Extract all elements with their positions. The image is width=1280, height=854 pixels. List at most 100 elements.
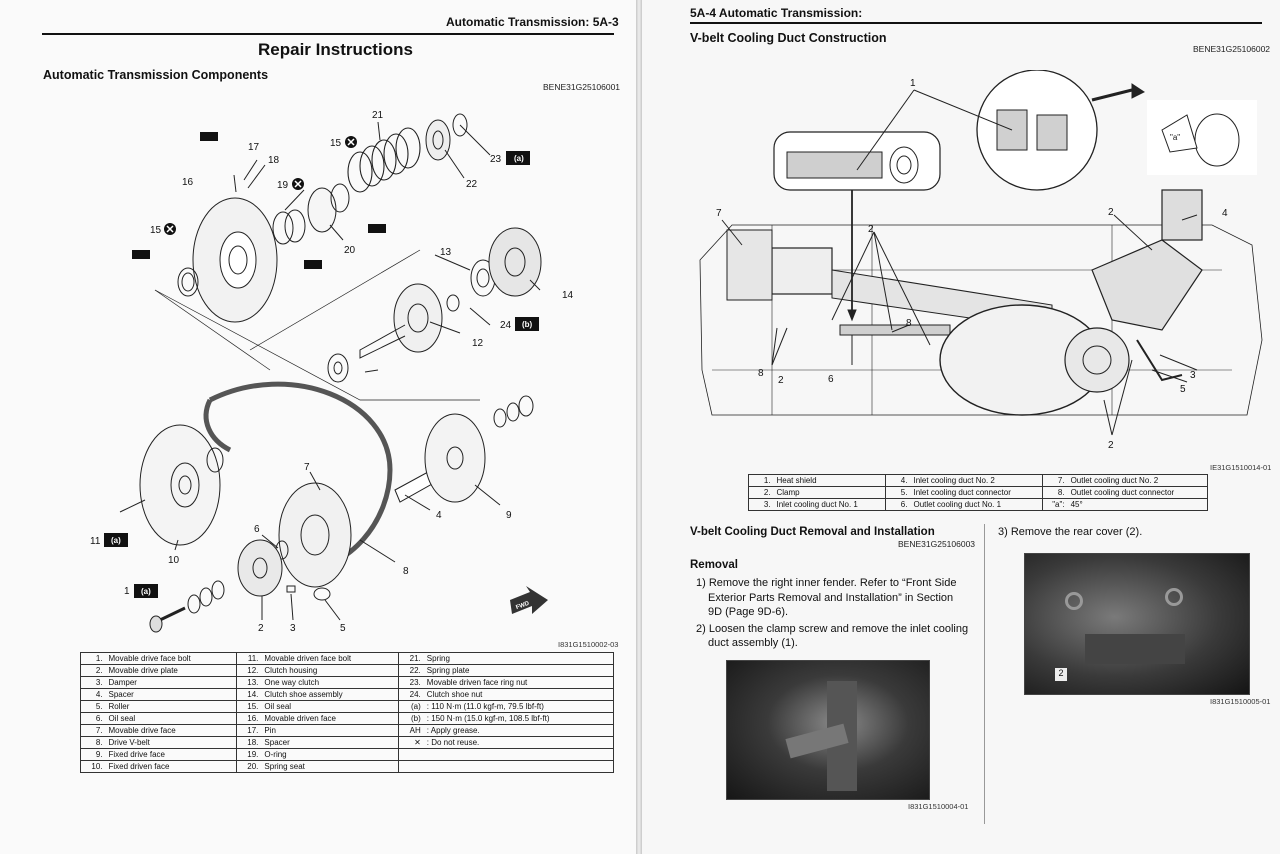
part-number: 12. — [235, 664, 261, 677]
part-number: 19. — [235, 748, 261, 761]
angle-label: "a" — [1170, 133, 1180, 142]
part-number: 1. — [80, 652, 105, 665]
part-name: Spring seat — [260, 760, 400, 773]
header-rule — [42, 33, 614, 35]
section-title: V-belt Cooling Duct Construction — [690, 31, 887, 45]
callout-15a: 15 — [330, 138, 342, 149]
item-number: 8. — [1042, 486, 1067, 499]
callout-23: 23 — [490, 154, 502, 165]
callout-9: 9 — [506, 510, 512, 521]
part-name: Movable drive face bolt — [104, 652, 237, 665]
part-name: Clutch shoe nut — [422, 688, 614, 701]
svg-text:(a): (a) — [111, 536, 121, 545]
cooling-duct-diagram: 1 2 2 2 2 3 4 5 6 7 8 8 "a" — [699, 70, 1263, 451]
exploded-view-diagram: FWD 17 18 16 19 20 15 21 23 22 15 13 14 … — [90, 110, 574, 634]
figure-code: IE31G1510014-01 — [1210, 463, 1272, 472]
callout-11: 11 — [90, 536, 101, 547]
part-number: (b) — [398, 712, 423, 725]
part-name: Damper — [104, 676, 237, 689]
callout-13: 13 — [440, 247, 452, 258]
item-number: 7. — [1042, 474, 1067, 487]
torque-icon — [506, 151, 530, 165]
part-number: 16. — [235, 712, 261, 725]
callout-19: 19 — [277, 180, 289, 191]
item-name: Inlet cooling duct No. 1 — [772, 498, 886, 511]
torque-icon — [134, 584, 158, 598]
callout-17: 17 — [248, 142, 260, 153]
part-number: 24. — [398, 688, 423, 701]
part-number: (a) — [398, 700, 423, 713]
part-name: Fixed driven face — [104, 760, 237, 773]
part-number: 13. — [235, 676, 261, 689]
item-number: 5. — [884, 486, 910, 499]
photo-code: I831G1510005-01 — [1210, 697, 1271, 706]
part-number: 8. — [80, 736, 105, 749]
part-number: 15. — [235, 700, 261, 713]
svg-text:(a): (a) — [514, 154, 524, 163]
photo-inlet-duct — [726, 660, 930, 800]
part-name: : 150 N·m (15.0 kgf-m, 108.5 lbf-ft) — [422, 712, 614, 725]
part-name: Clutch shoe assembly — [260, 688, 400, 701]
part-name: Clutch housing — [260, 664, 400, 677]
section-title: Automatic Transmission Components — [43, 68, 269, 82]
callout-21: 21 — [372, 110, 384, 121]
callout-4: 4 — [436, 510, 442, 521]
item-name: Outlet cooling duct No. 1 — [909, 498, 1044, 511]
part-name: Movable driven face — [260, 712, 400, 725]
item-name: 45° — [1066, 498, 1208, 511]
part-name: Roller — [104, 700, 237, 713]
item-number: 6. — [884, 498, 910, 511]
column-divider — [984, 524, 985, 824]
removal-steps: 1) Remove the right inner fender. Refer … — [690, 576, 970, 653]
item-number: 1. — [748, 474, 773, 487]
grease-icon — [132, 250, 150, 259]
part-number — [398, 760, 423, 773]
callout-5: 5 — [340, 623, 346, 634]
part-number: 10. — [80, 760, 105, 773]
torque-icon — [104, 533, 128, 547]
step-1: 1) Remove the right inner fender. Refer … — [696, 577, 957, 618]
grease-icon — [368, 224, 386, 233]
removal-steps-col2: 3) Remove the rear cover (2). — [992, 525, 1262, 542]
part-name — [422, 748, 614, 761]
item-name: Outlet cooling duct connector — [1066, 486, 1208, 499]
part-number: 20. — [235, 760, 261, 773]
callout-14: 14 — [562, 290, 574, 301]
fwd-arrow-icon: FWD — [510, 586, 548, 614]
part-name: O-ring — [260, 748, 400, 761]
part-name: One way clutch — [260, 676, 400, 689]
callout-8: 8 — [906, 318, 912, 329]
part-number: 4. — [80, 688, 105, 701]
part-name: : 110 N·m (11.0 kgf-m, 79.5 lbf-ft) — [422, 700, 614, 713]
item-name: Heat shield — [772, 474, 886, 487]
callout-22: 22 — [466, 179, 478, 190]
part-name: Spring plate — [422, 664, 614, 677]
part-name: : Do not reuse. — [422, 736, 614, 749]
part-name: Spacer — [260, 736, 400, 749]
part-name: : Apply grease. — [422, 724, 614, 737]
callout-6: 6 — [254, 524, 260, 535]
callout-12: 12 — [472, 338, 484, 349]
svg-text:(a): (a) — [141, 587, 151, 596]
callout-20: 20 — [344, 245, 356, 256]
callout-3: 3 — [1190, 370, 1196, 381]
item-name: Inlet cooling duct No. 2 — [909, 474, 1044, 487]
part-number — [398, 748, 423, 761]
part-number: 18. — [235, 736, 261, 749]
callout-1: 1 — [910, 78, 916, 89]
page-gutter — [636, 0, 642, 854]
callout-2: 2 — [258, 623, 264, 634]
callout-2: 2 — [1108, 440, 1114, 451]
figure-code: I831G1510002-03 — [558, 640, 619, 649]
page-header: 5A-4 Automatic Transmission: — [690, 6, 863, 20]
part-number: 5. — [80, 700, 105, 713]
part-name: Spacer — [104, 688, 237, 701]
